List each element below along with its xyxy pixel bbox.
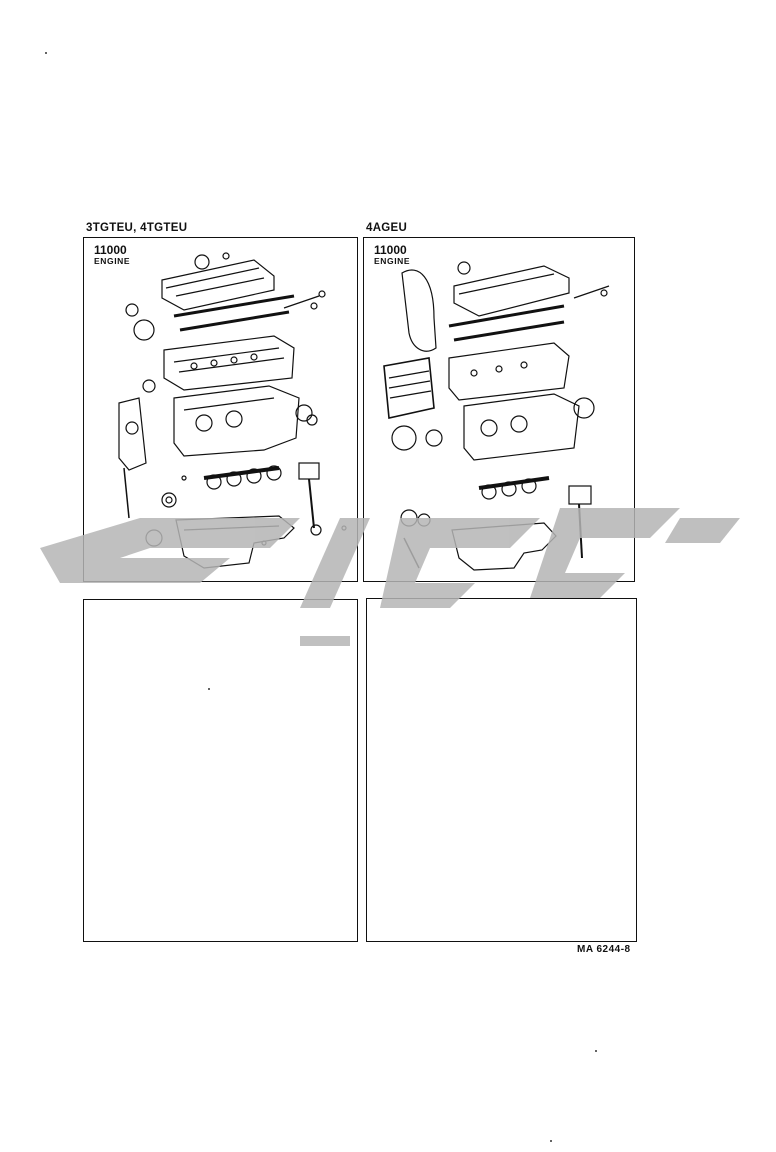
engine-diagram-panel-4ageu: 11000 ENGINE (363, 237, 635, 582)
empty-panel-bottom-left (83, 599, 358, 942)
exploded-engine-drawing (118, 252, 347, 569)
part-name: ENGINE (94, 256, 131, 266)
panel-caption-4ageu: 4AGEU (366, 222, 408, 234)
scan-speck (550, 1140, 552, 1142)
scan-speck (595, 1050, 597, 1052)
scan-speck (208, 688, 210, 690)
empty-panel-bottom-right (366, 598, 637, 942)
figure-reference: MA 6244-8 (577, 944, 631, 955)
part-code-label: 11000 ENGINE (94, 243, 131, 267)
engine-diagram-panel-3tgteu: 11000 ENGINE (83, 237, 358, 582)
part-name: ENGINE (374, 256, 411, 266)
exploded-engine-drawing (383, 261, 610, 571)
part-code: 11000 (374, 243, 407, 257)
panel-caption-3tgteu: 3TGTEU, 4TGTEU (86, 222, 188, 234)
scan-speck (45, 52, 47, 54)
part-code-label: 11000 ENGINE (374, 243, 411, 267)
part-code: 11000 (94, 243, 127, 257)
